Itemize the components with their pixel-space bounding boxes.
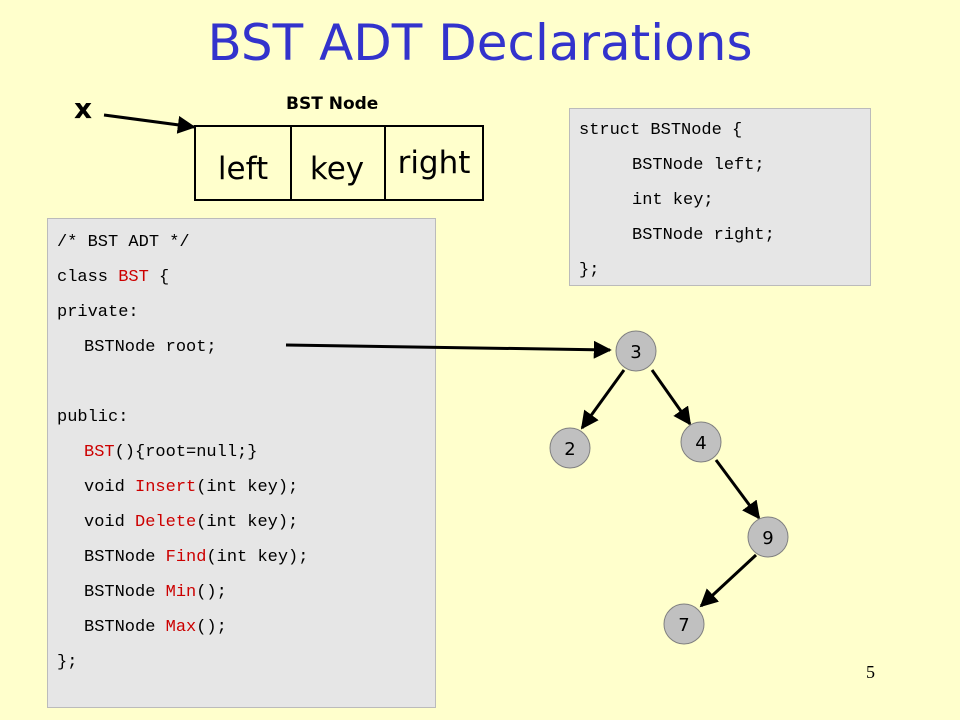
tree-edge <box>580 369 626 430</box>
method-name: Insert <box>135 478 197 497</box>
class-keyword: class <box>57 268 109 287</box>
pointer-x-arrow <box>103 113 196 134</box>
struct-line: }; <box>579 261 600 280</box>
tree-edge <box>650 369 692 426</box>
bst-node-box: left key right <box>194 125 484 201</box>
svg-text:7: 7 <box>678 615 689 636</box>
node-field-key: key <box>290 127 386 199</box>
tree-node: 9 <box>747 516 789 558</box>
constructor-line: BST(){root=null;} <box>84 443 258 462</box>
node-field-left: left <box>196 127 292 199</box>
tree-node: 4 <box>680 421 722 463</box>
svg-text:2: 2 <box>564 439 575 460</box>
root-declaration: BSTNode root; <box>84 338 217 357</box>
private-label: private: <box>57 303 139 322</box>
svg-text:3: 3 <box>630 342 641 363</box>
method-name: Delete <box>135 513 197 532</box>
code-comment: /* BST ADT */ <box>57 233 190 252</box>
method-name: Max <box>165 618 197 637</box>
tree-edge <box>714 459 761 520</box>
svg-text:4: 4 <box>695 433 706 454</box>
public-label: public: <box>57 408 129 427</box>
struct-line: int key; <box>632 191 714 210</box>
method-line: BSTNode Min(); <box>84 583 227 602</box>
node-field-right: right <box>397 145 471 181</box>
tree-node: 7 <box>663 603 705 645</box>
svg-text:9: 9 <box>762 528 773 549</box>
method-line: BSTNode Find(int key); <box>84 548 309 567</box>
method-line: void Delete(int key); <box>84 513 299 532</box>
slide-title: BST ADT Declarations <box>207 14 753 72</box>
root-pointer-arrow <box>285 340 612 359</box>
class-declaration-line: class BST { <box>57 268 170 287</box>
tree-node: 2 <box>549 427 591 469</box>
class-code-box: /* BST ADT */ class BST { private: BSTNo… <box>47 218 436 708</box>
constructor-name: BST <box>84 443 115 462</box>
method-line: BSTNode Max(); <box>84 618 227 637</box>
class-name: BST <box>118 268 149 287</box>
struct-line: BSTNode right; <box>632 226 775 245</box>
pointer-x-label: x <box>74 92 93 125</box>
bst-node-caption: BST Node <box>286 94 379 114</box>
page-number: 5 <box>866 662 875 682</box>
class-close: }; <box>57 653 78 672</box>
struct-line: struct BSTNode { <box>579 121 743 140</box>
tree-edge <box>699 553 758 608</box>
struct-code-box: struct BSTNode { BSTNode left; int key; … <box>569 108 871 286</box>
struct-line: BSTNode left; <box>632 156 765 175</box>
method-line: void Insert(int key); <box>84 478 299 497</box>
method-name: Find <box>165 548 207 567</box>
tree-node: 3 <box>615 330 657 372</box>
method-name: Min <box>165 583 197 602</box>
